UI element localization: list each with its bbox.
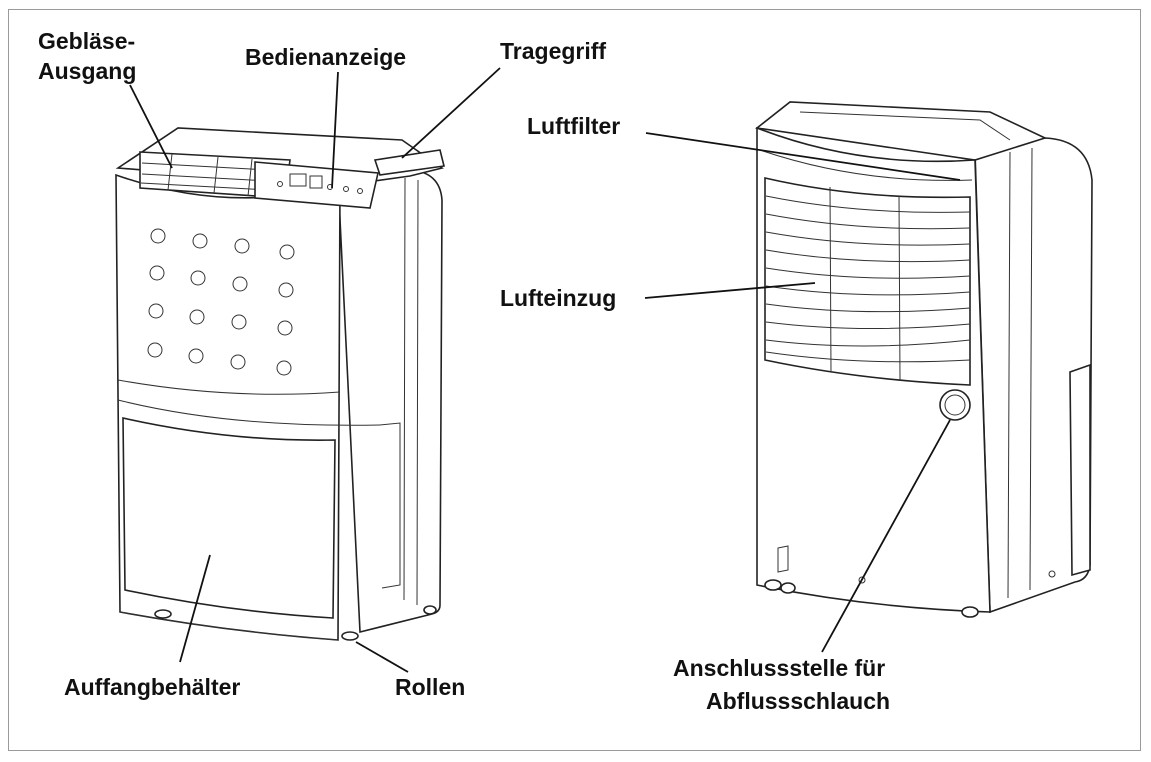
- wheel: [764, 579, 782, 591]
- wheel: [780, 582, 796, 594]
- control-panel: [254, 161, 379, 209]
- leader-lines: [129, 67, 961, 673]
- label-air-intake: Lufteinzug: [500, 285, 617, 311]
- leader-air-filter: [645, 132, 961, 181]
- wheel: [341, 631, 359, 641]
- wheel: [961, 606, 979, 618]
- leader-drain-connection: [821, 419, 951, 653]
- label-drain-connection-line1: Anschlussstelle für: [673, 655, 886, 681]
- carry-handle: [373, 149, 445, 176]
- leader-blower-outlet: [129, 84, 173, 169]
- leader-carry-handle: [401, 67, 501, 159]
- label-air-filter: Luftfilter: [527, 113, 621, 139]
- figure-frame: [8, 9, 1141, 751]
- collection-tank: [122, 416, 336, 619]
- label-drain-connection-line2: Abflussschlauch: [706, 688, 891, 714]
- label-control-display: Bedienanzeige: [245, 44, 407, 70]
- label-wheels: Rollen: [395, 674, 466, 700]
- back-unit: [755, 101, 1093, 618]
- air-filter-grille: [764, 176, 971, 386]
- wheel: [154, 609, 172, 619]
- leader-control-display: [331, 71, 339, 189]
- front-perforations: [147, 228, 295, 376]
- leader-air-intake: [644, 282, 816, 299]
- label-blower-outlet-line1: Gebläse-: [38, 28, 136, 54]
- label-carry-handle: Tragegriff: [500, 38, 607, 64]
- front-unit: [115, 127, 445, 641]
- leader-collection-tank: [179, 554, 211, 663]
- wheel: [423, 605, 437, 615]
- leader-wheels: [355, 641, 409, 673]
- label-collection-tank: Auffangbehälter: [64, 674, 241, 700]
- label-blower-outlet-line2: Ausgang: [38, 58, 137, 84]
- drain-port: [939, 389, 971, 421]
